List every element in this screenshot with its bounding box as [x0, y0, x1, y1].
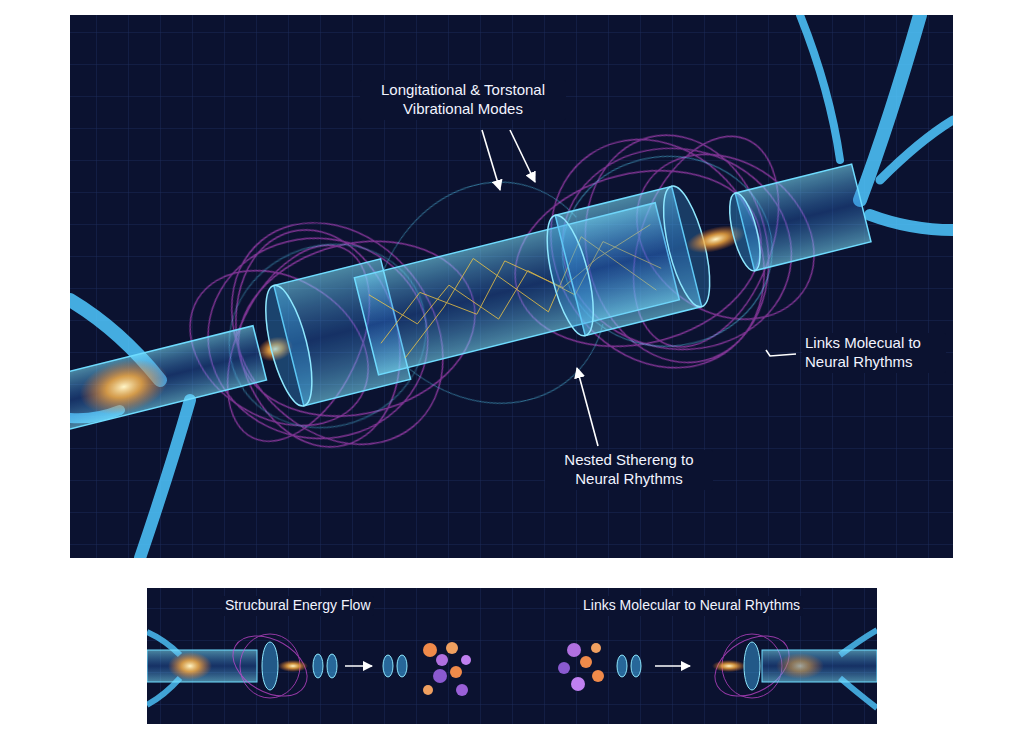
- callout-label: Links Molecular to Neural Rhythms: [580, 596, 803, 616]
- grid: [70, 15, 953, 558]
- grid: [147, 588, 877, 724]
- callout-label: Longitational & Torstonal Vibrational Mo…: [360, 80, 566, 120]
- callout-label: Links Molecual to Neural Rhythms: [802, 333, 946, 373]
- axon-figure: [70, 15, 953, 558]
- panel: [70, 15, 953, 558]
- panel: [147, 588, 877, 724]
- strip-figure: [147, 623, 877, 708]
- callout-label: Nested Sthereng to Neural Rhythms: [545, 450, 713, 490]
- callout-label: Strucbural Energy Flow: [222, 596, 374, 616]
